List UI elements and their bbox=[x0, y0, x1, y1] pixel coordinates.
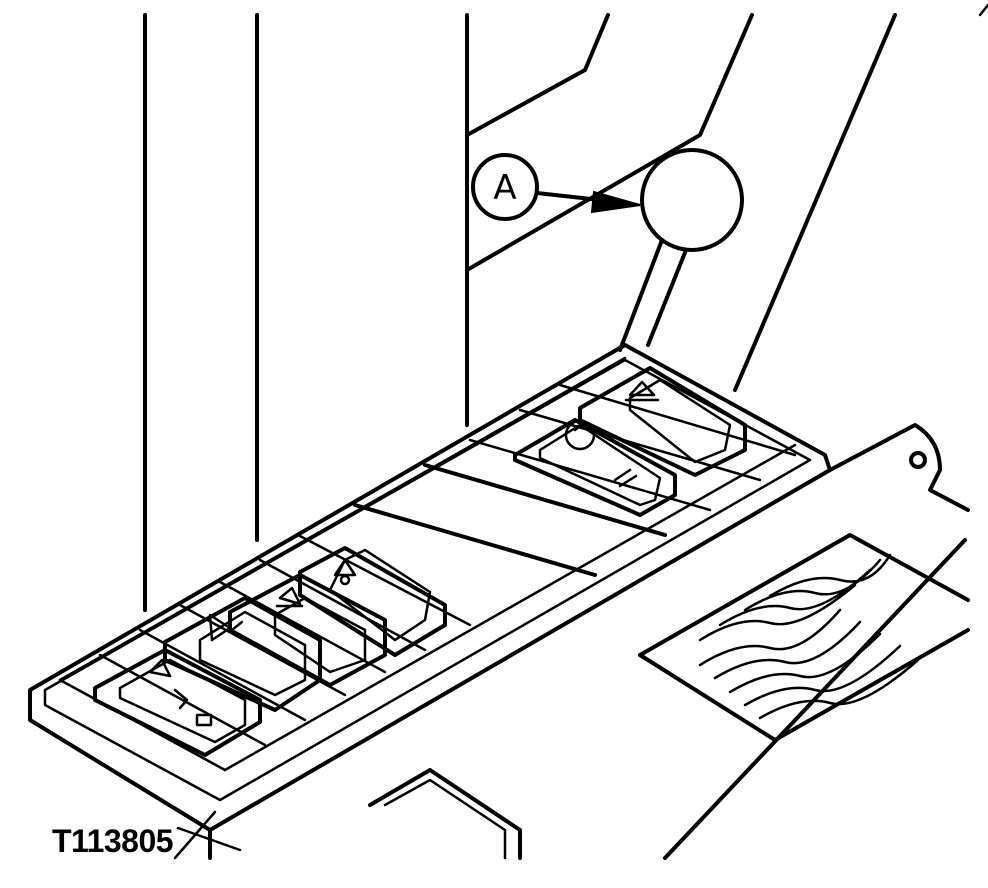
rocker-switch-5[interactable] bbox=[513, 418, 677, 517]
cab-frame bbox=[143, 3, 988, 612]
turn-signal-icon bbox=[208, 613, 244, 642]
vent-grille bbox=[638, 533, 970, 742]
panel-grid bbox=[58, 356, 797, 772]
rocker-switch-2[interactable] bbox=[163, 596, 322, 712]
console-body bbox=[28, 343, 970, 860]
callout-label: A bbox=[493, 168, 516, 208]
work-light-icon bbox=[275, 586, 304, 608]
switch-bank-right bbox=[513, 366, 747, 517]
wiper-icon bbox=[564, 419, 638, 488]
switch-bank-left bbox=[93, 546, 447, 757]
callout-arrow-icon bbox=[590, 190, 641, 214]
rocker-switch-6[interactable] bbox=[578, 366, 747, 477]
callout-a: A bbox=[471, 153, 641, 221]
horn-icon bbox=[333, 558, 357, 586]
beacon-light-icon bbox=[624, 380, 660, 402]
reference-crosshair bbox=[173, 810, 242, 860]
rocker-switch-4[interactable] bbox=[298, 546, 447, 657]
figure-reference-number: T113805 bbox=[52, 823, 173, 859]
floor-opening bbox=[368, 768, 522, 860]
hazard-flasher-icon bbox=[148, 658, 213, 727]
component-a bbox=[618, 148, 744, 352]
